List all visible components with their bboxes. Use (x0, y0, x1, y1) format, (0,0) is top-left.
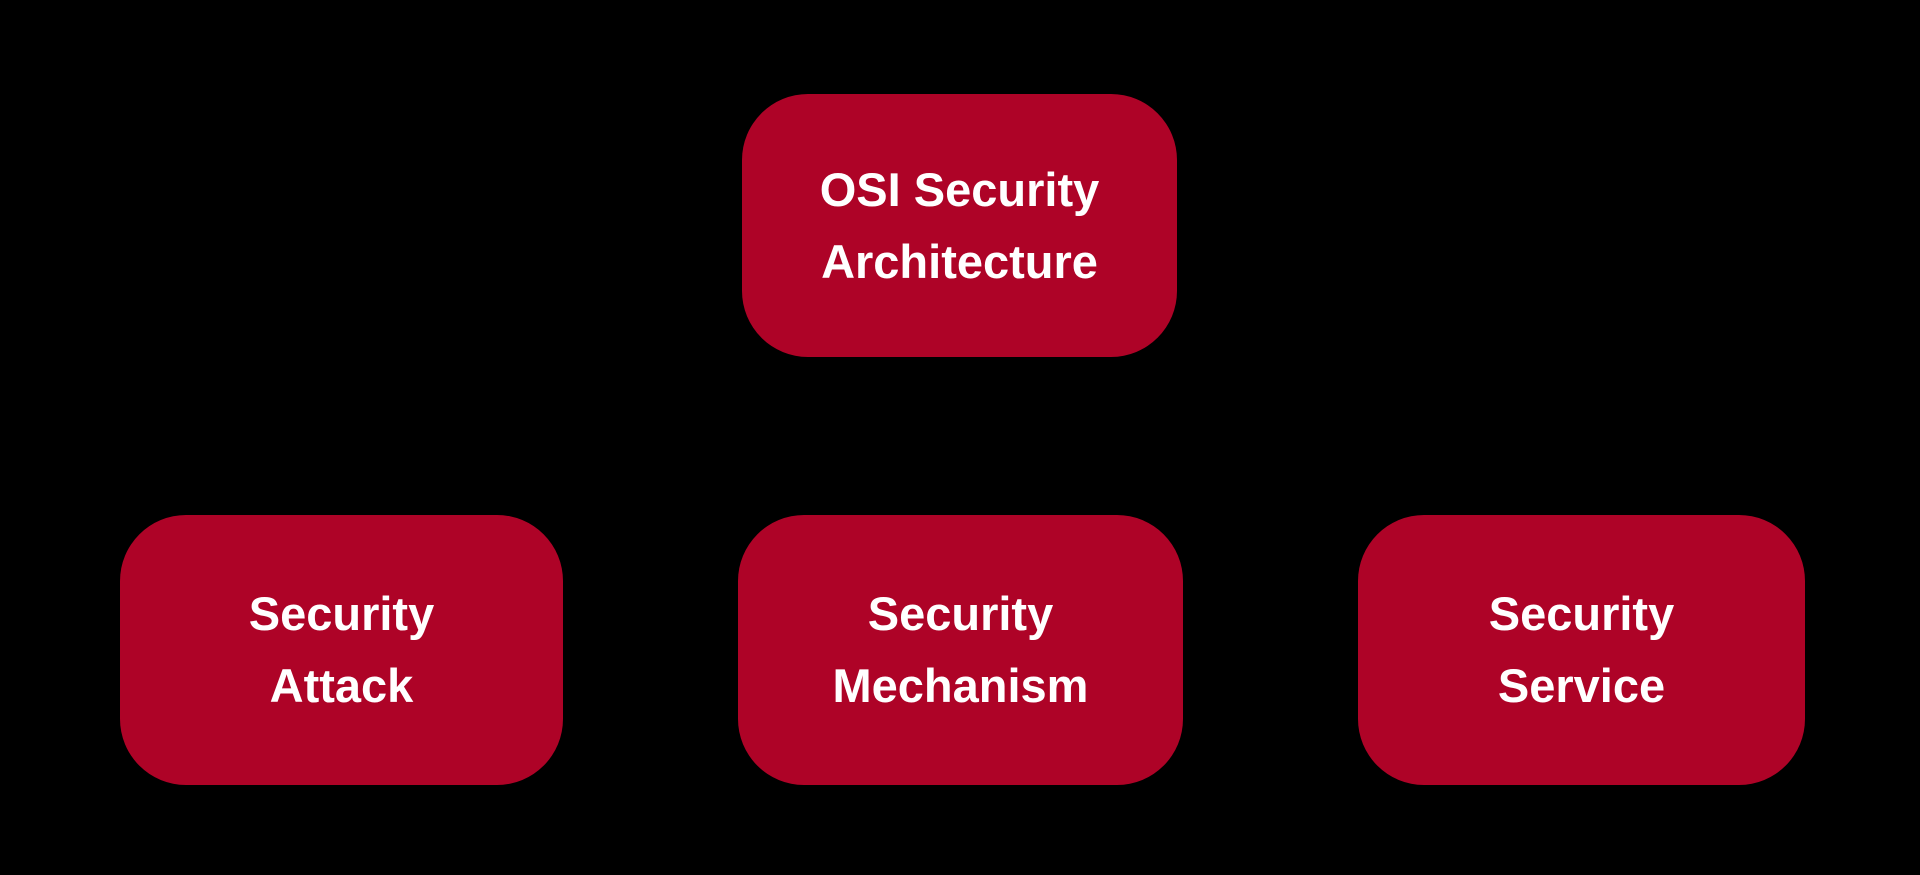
node-security-service: Security Service (1358, 515, 1805, 785)
node-label-line: Mechanism (832, 659, 1089, 712)
node-label-line: Security (867, 587, 1054, 640)
node-label-line: Security (1488, 587, 1675, 640)
node-label-line: OSI Security (819, 162, 1100, 216)
node-label-line: Security (248, 587, 435, 640)
node-security-attack: Security Attack (120, 515, 563, 785)
node-security-mechanism: Security Mechanism (738, 515, 1183, 785)
node-label-line: Architecture (821, 234, 1098, 288)
node-label-line: Service (1497, 659, 1666, 712)
node-osi-security-architecture: OSI Security Architecture (742, 94, 1177, 357)
node-label-line: Attack (269, 659, 414, 712)
